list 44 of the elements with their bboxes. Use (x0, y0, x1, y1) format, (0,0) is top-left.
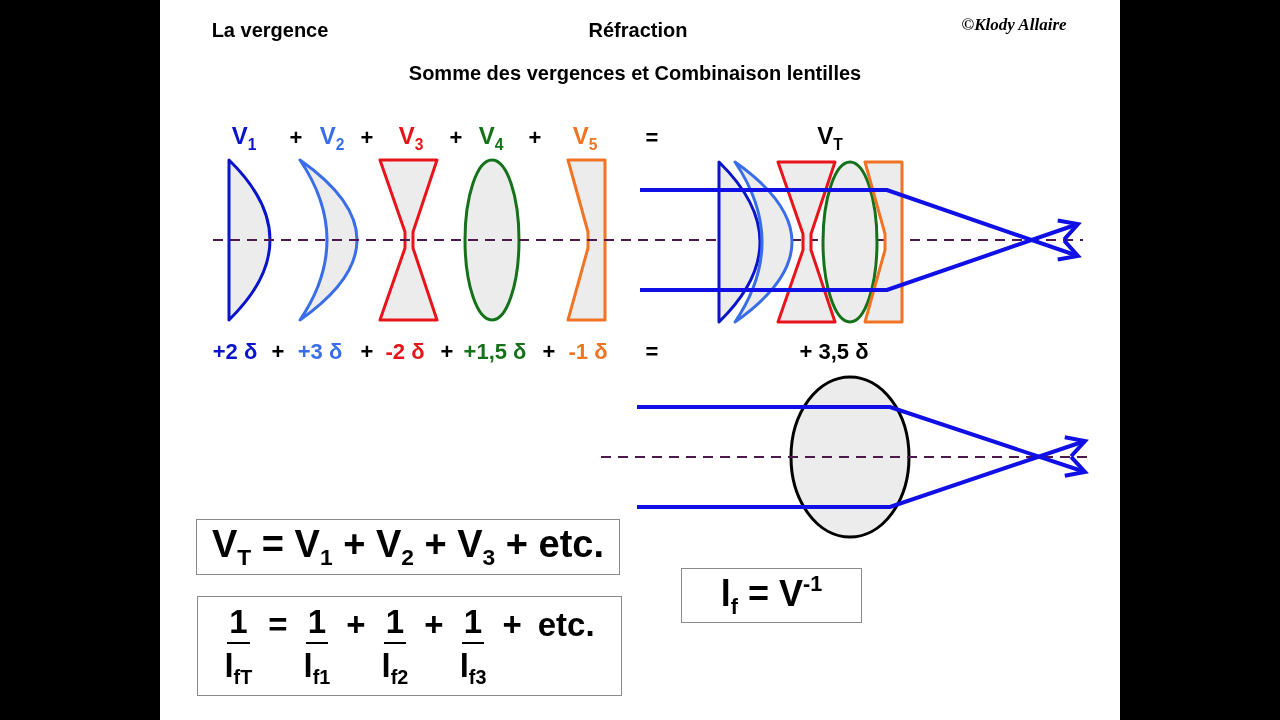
fraction-denominator: l$_{f1}$ (303, 648, 331, 688)
formula-term: + (440, 339, 454, 365)
formula-box (197, 596, 622, 696)
formula-text: l$_{f}$ = V$^{-1}$ (720, 571, 823, 620)
formula-operator: etc. (537, 607, 595, 641)
heading: La vergence (211, 18, 329, 42)
subtitle: Somme des vergences et Combinaison lentilles (408, 61, 862, 85)
formula-term: = (645, 339, 659, 365)
formula-term: V$_{T}$ (817, 122, 843, 154)
formula-operator: + (346, 607, 366, 641)
formula-term: V$_{2}$ (319, 122, 345, 154)
formula-box (681, 568, 862, 623)
formula-term: V$_{5}$ (572, 122, 598, 154)
credit-text: ©Klody Allaire (961, 15, 1067, 35)
formula-term: +3 δ (297, 339, 343, 365)
formula-term: + (360, 125, 374, 151)
formula-operator: + (424, 607, 444, 641)
fraction-numerator: 1 (383, 604, 407, 644)
formula-term: V$_{3}$ (398, 122, 424, 154)
fraction-numerator: 1 (305, 604, 329, 644)
formula-term: = (645, 125, 659, 151)
formula-term: +2 δ (212, 339, 258, 365)
formula-term: + (542, 339, 556, 365)
fraction-denominator: l$_{f2}$ (381, 648, 409, 688)
formula-term: -2 δ (385, 339, 425, 365)
formula-box (196, 519, 620, 575)
fraction-denominator: l$_{f3}$ (459, 648, 487, 688)
formula-term: -1 δ (568, 339, 608, 365)
formula-term: + (449, 125, 463, 151)
fraction-denominator: l$_{fT}$ (224, 648, 253, 688)
formula-term: + (528, 125, 542, 151)
fraction-numerator: 1 (227, 604, 250, 644)
heading: Réfraction (588, 18, 688, 42)
formula-term: +1,5 δ (463, 339, 527, 365)
formula-term: V$_{4}$ (478, 122, 504, 154)
formula-text: V$_{T}$ = V$_{1}$ + V$_{2}$ + V$_{3}$ + etc. (211, 523, 605, 571)
formula-operator: + (502, 607, 522, 641)
formula-operator: = (268, 607, 288, 641)
formula-term: + (360, 339, 374, 365)
formula-term: V$_{1}$ (231, 122, 257, 154)
formula-term: + (289, 125, 303, 151)
formula-term: + 3,5 δ (799, 339, 869, 365)
formula-term: + (271, 339, 285, 365)
fraction-numerator: 1 (461, 604, 485, 644)
